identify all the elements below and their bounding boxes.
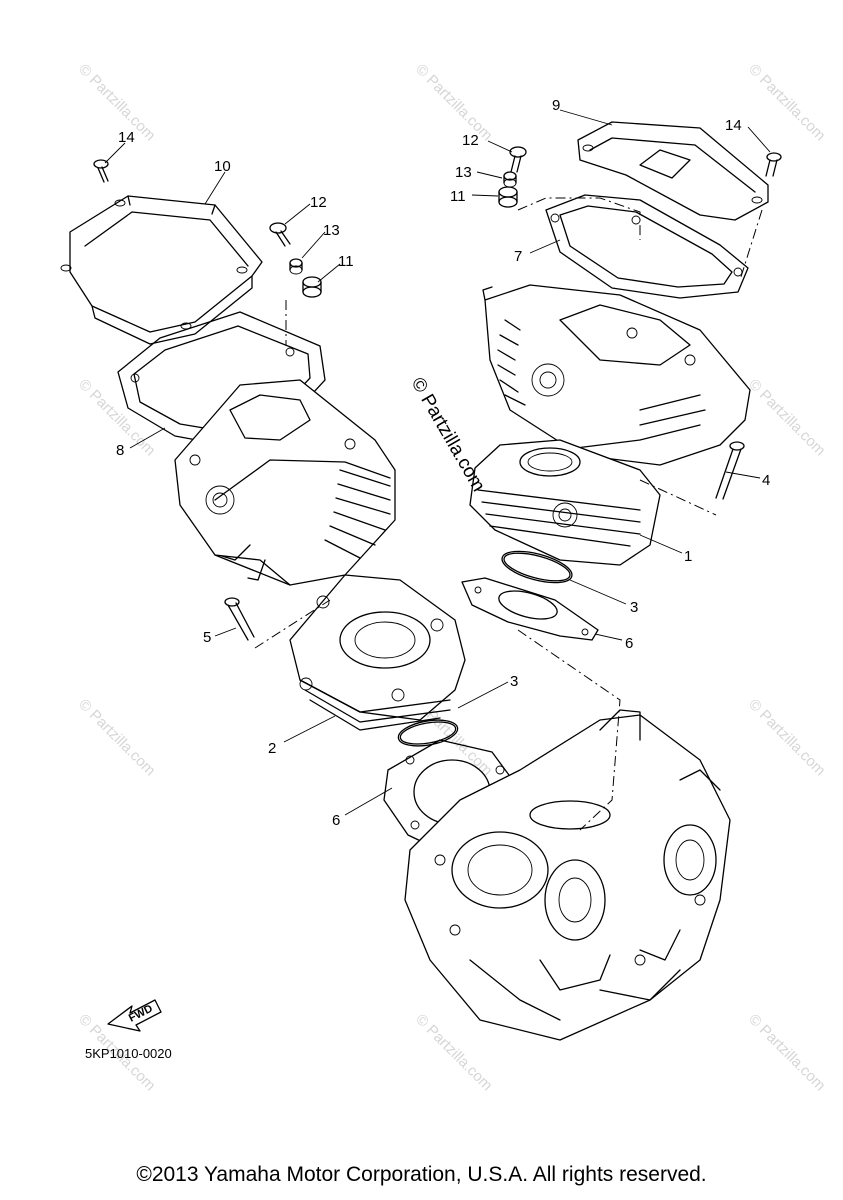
callout-3-right: 3 [630,599,638,616]
copyright-notice: ©2013 Yamaha Motor Corporation, U.S.A. A… [136,1163,707,1186]
part-10-valve-cover-left [60,195,263,345]
callout-5: 5 [203,629,211,646]
part-4-stud-bolt [715,441,745,500]
callout-11-right: 11 [450,188,466,205]
part-3-o-ring-left [397,719,459,747]
callout-10: 10 [214,158,231,175]
part-12-bolt-right [509,146,527,173]
reference-code: 5KP1010-0020 [85,1046,172,1061]
callout-13-right: 13 [455,164,472,181]
alignment-lines [254,197,763,831]
callout-6-left: 6 [332,812,340,829]
cylinder-head-left [174,379,396,586]
part-13-washer-left [289,258,303,275]
crankcase [404,709,731,1041]
part-13-washer-right [503,171,517,188]
watermark: © Partzilla.com [412,1011,495,1094]
callout-4: 4 [762,472,770,489]
part-14-bolt-right [765,152,782,177]
callout-13-left: 13 [323,222,340,239]
callout-12-right: 12 [462,132,479,149]
part-11-grommet-left [302,276,322,298]
callout-8: 8 [116,442,124,459]
callouts: 14 10 12 13 11 8 9 12 13 11 14 7 4 1 3 6… [116,97,770,829]
fwd-arrow-icon: FWD [107,999,162,1032]
part-12-bolt-left [269,222,291,247]
watermark: © Partzilla.com [745,376,828,459]
part-14-bolt-left [93,159,109,183]
callout-9: 9 [552,97,560,114]
watermark: © Partzilla.com [745,61,828,144]
callout-12-left: 12 [310,194,327,211]
part-9-valve-cover-right [577,121,769,221]
part-5-stud-bolt [224,597,255,641]
callout-11-left: 11 [338,253,354,270]
part-6-base-gasket-right [461,577,599,641]
callout-6-right: 6 [625,635,633,652]
part-3-o-ring-right [501,550,573,584]
watermark: © Partzilla.com [745,696,828,779]
callout-2: 2 [268,740,276,757]
cylinder-head-right [482,284,751,466]
callout-1: 1 [684,548,692,565]
watermark: © Partzilla.com [75,696,158,779]
callout-3-left: 3 [510,673,518,690]
watermark: © Partzilla.com [745,1011,828,1094]
callout-14-right: 14 [725,117,742,134]
watermark: © Partzilla.com [75,61,158,144]
callout-7: 7 [514,248,522,265]
watermark-center: © Partzilla.com [407,374,489,495]
callout-14-left: 14 [118,129,135,146]
leader-lines [104,109,771,816]
part-11-grommet-right [498,186,518,208]
part-1-cylinder-right [469,439,661,566]
part-2-cylinder-left [289,574,466,731]
watermark: © Partzilla.com [412,61,495,144]
